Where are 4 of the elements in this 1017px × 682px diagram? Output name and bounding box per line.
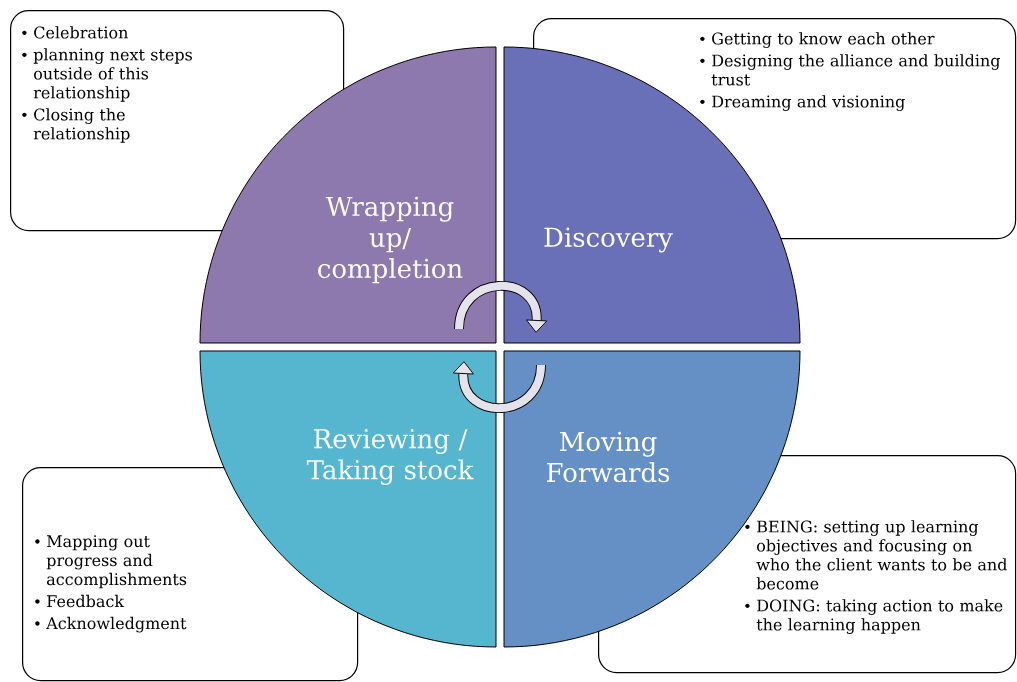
curved-arrow xyxy=(454,281,548,333)
quadrant-sector: Reviewing / Taking stock xyxy=(199,350,497,648)
quadrant-sector: Wrapping up/ completion xyxy=(199,46,497,344)
curved-arrow xyxy=(452,361,546,413)
